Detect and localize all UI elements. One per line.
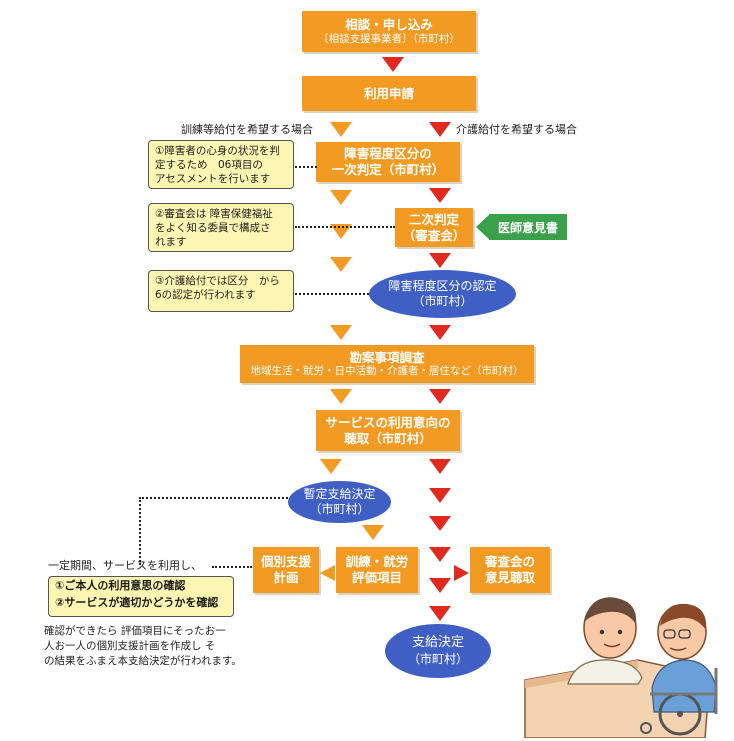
step-provisional-sub: （市町村） xyxy=(309,502,370,516)
arrow-eval-to-plan xyxy=(320,565,335,581)
note-care-levels: ③介護給付では区分 から 6の認定が行われます xyxy=(148,270,294,312)
arrow-care-4 xyxy=(429,325,451,340)
step-committee-title: 審査会の xyxy=(484,554,535,570)
step-certification-sub: （市町村） xyxy=(412,294,473,308)
note-committee-members: ②審査会は 障害保健福祉 をよく知る委員で構成さ れます xyxy=(148,203,294,252)
arrow-care-6 xyxy=(429,488,451,503)
connector-note2 xyxy=(295,226,395,228)
trial-check-1: ①ご本人の利用意思の確認 xyxy=(55,579,186,592)
step-hearing-sub: 聴取（市町村） xyxy=(344,430,432,446)
trial-checklist: ①ご本人の利用意思の確認 ②サービスが適切かどうかを確認 xyxy=(48,576,234,617)
arrow-training-2 xyxy=(330,190,352,205)
arrow-care-7 xyxy=(429,516,451,531)
arrow-training-4 xyxy=(330,257,352,272)
step-consult: 相談・申し込み 〔相談支援事業者〕（市町村） xyxy=(302,11,476,52)
arrow-care-9 xyxy=(429,578,451,593)
step-apply: 利用申請 xyxy=(302,76,476,111)
step-intent-hearing: サービスの利用意向の 聴取（市町村） xyxy=(316,410,460,451)
arrow-care-1 xyxy=(429,122,451,137)
step-survey-sub: 地域生活・就労・日中活動・介護者・居住など（市町村） xyxy=(250,365,524,378)
step-certification-title: 障害程度区分の認定 xyxy=(388,279,497,293)
connector-note3 xyxy=(295,293,369,295)
step-final-title: 支給決定 xyxy=(411,635,464,651)
trial-lead-text: 一定期間、サービスを利用し、 xyxy=(48,559,202,572)
step-plan-sub: 計画 xyxy=(273,570,299,585)
step-consult-sub: 〔相談支援事業者〕（市町村） xyxy=(318,32,460,45)
arrow-consult-apply xyxy=(382,57,404,72)
step-certification: 障害程度区分の認定 （市町村） xyxy=(369,270,516,318)
step-final-sub: （市町村） xyxy=(407,651,468,666)
step-primary-sub: 一次判定（市町村） xyxy=(331,162,445,177)
arrow-hearing-provisional xyxy=(320,459,342,474)
step-consult-title: 相談・申し込み xyxy=(345,17,433,33)
step-secondary-title: 二次判定 xyxy=(408,211,459,227)
step-hearing-title: サービスの利用意向の xyxy=(325,414,451,430)
step-secondary-assessment: 二次判定 （審査会） xyxy=(395,208,473,247)
arrow-care-5 xyxy=(429,459,451,474)
step-committee-hearing: 審査会の 意見聴取 xyxy=(470,547,550,593)
step-evaluation-items: 訓練・就労 評価項目 xyxy=(336,547,418,593)
arrow-eval-to-committee xyxy=(454,565,469,581)
arrow-survey-hearing-left xyxy=(330,389,352,404)
trial-check-2: ②サービスが適切かどうかを確認 xyxy=(55,595,219,609)
step-final-decision: 支給決定 （市町村） xyxy=(385,624,491,678)
step-provisional-title: 暫定支給決定 xyxy=(303,487,376,501)
step-eval-title: 訓練・就労 xyxy=(345,554,409,570)
label-care-branch: 介護給付を希望する場合 xyxy=(456,123,577,136)
arrow-care-10 xyxy=(429,606,451,621)
arrow-provisional-eval xyxy=(362,525,384,540)
consultation-illustration xyxy=(524,597,718,738)
arrow-survey-hearing-right xyxy=(429,389,451,404)
step-provisional-decision: 暫定支給決定 （市町村） xyxy=(288,481,391,523)
step-survey-title: 勘案事項調査 xyxy=(349,349,425,365)
trial-summary: 確認ができたら 評価項目にそったお一 人お一人の個別支援計画を作成し そ の結果… xyxy=(44,625,242,668)
connector-note1 xyxy=(295,166,317,168)
connector-provisional-vertical xyxy=(139,497,141,565)
connector-provisional-horizontal xyxy=(139,497,288,499)
step-committee-sub: 意見聴取 xyxy=(484,570,535,585)
note-assessment-items: ①障害者の心身の状況を判 定するため 06項目の アセスメントを行います xyxy=(148,140,294,189)
arrow-care-3 xyxy=(429,253,451,268)
doctor-opinion-tag: 医師意見書 xyxy=(489,214,567,240)
step-primary-title: 障害程度区分の xyxy=(344,146,432,162)
arrow-training-5 xyxy=(330,325,352,340)
step-plan-title: 個別支援 xyxy=(260,554,311,570)
step-primary-assessment: 障害程度区分の 一次判定（市町村） xyxy=(316,142,460,182)
arrow-care-2 xyxy=(429,188,451,203)
step-survey: 勘案事項調査 地域生活・就労・日中活動・介護者・居住など（市町村） xyxy=(240,345,534,383)
step-secondary-sub: （審査会） xyxy=(402,227,466,243)
step-individual-plan: 個別支援 計画 xyxy=(253,547,319,593)
step-eval-sub: 評価項目 xyxy=(351,570,402,585)
connector-trial-plan xyxy=(212,566,252,568)
arrow-training-1 xyxy=(330,122,352,137)
step-apply-title: 利用申請 xyxy=(363,85,414,101)
arrow-care-8 xyxy=(429,547,451,562)
label-training-branch: 訓練等給付を希望する場合 xyxy=(181,123,313,136)
